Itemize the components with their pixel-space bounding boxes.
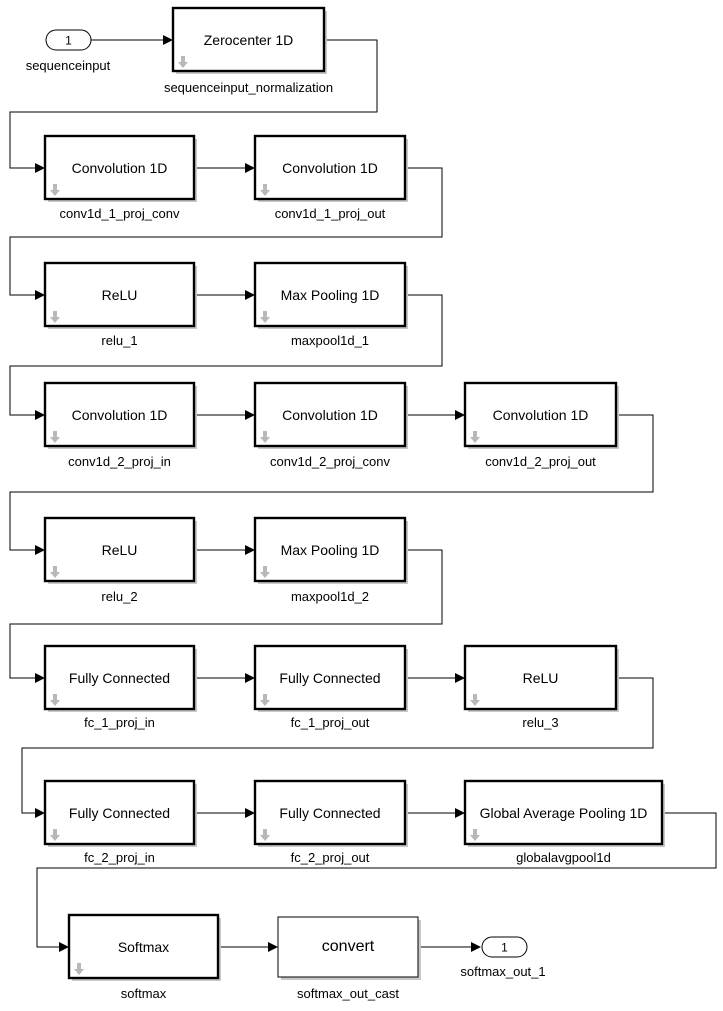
block-maxpool1d-1[interactable]: Max Pooling 1D <box>253 261 408 329</box>
block-frame <box>43 644 196 711</box>
block-softmax-out-cast[interactable]: convert <box>277 916 421 980</box>
block-type: ReLU <box>102 287 138 303</box>
block-label: conv1d_1_proj_conv <box>60 206 180 221</box>
block-label: maxpool1d_2 <box>291 589 369 604</box>
block-label: fc_1_proj_out <box>291 715 370 730</box>
block-label: softmax_out_cast <box>297 986 399 1001</box>
block-frame <box>277 916 419 978</box>
block-fc-1-proj-in[interactable]: Fully Connected <box>43 644 197 712</box>
block-conv1d-2-proj-out[interactable]: Convolution 1D <box>463 381 619 449</box>
block-type: Convolution 1D <box>493 407 589 423</box>
block-globalavgpool1d[interactable]: Global Average Pooling 1D <box>463 779 665 847</box>
block-relu-1[interactable]: ReLU <box>43 261 197 329</box>
block-type: Max Pooling 1D <box>281 542 380 558</box>
block-type: convert <box>322 938 375 955</box>
block-type: Fully Connected <box>69 670 170 686</box>
block-label: relu_1 <box>101 333 137 348</box>
block-fc-2-proj-out[interactable]: Fully Connected <box>253 779 408 847</box>
block-type: Convolution 1D <box>72 407 168 423</box>
block-label: conv1d_2_proj_conv <box>270 454 390 469</box>
block-relu-2[interactable]: ReLU <box>43 516 197 584</box>
block-fc-2-proj-in[interactable]: Fully Connected <box>43 779 197 847</box>
block-type: Convolution 1D <box>72 160 168 176</box>
block-type: Fully Connected <box>279 805 380 821</box>
block-type: ReLU <box>523 670 559 686</box>
block-frame <box>463 779 664 846</box>
block-type: Zerocenter 1D <box>204 32 293 48</box>
block-fc-1-proj-out[interactable]: Fully Connected <box>253 644 408 712</box>
block-frame <box>43 516 196 583</box>
block-conv1d-1-proj-out[interactable]: Convolution 1D <box>253 134 408 202</box>
block-frame <box>253 779 407 846</box>
outport-softmax-out-1[interactable]: 1 <box>481 936 528 958</box>
block-frame <box>253 381 407 448</box>
block-frame <box>463 644 618 711</box>
blocks-layer: Zerocenter 1D sequenceinput_normalization… <box>43 6 665 1001</box>
block-label: softmax <box>121 986 167 1001</box>
block-maxpool1d-2[interactable]: Max Pooling 1D <box>253 516 408 584</box>
block-type: Convolution 1D <box>282 407 378 423</box>
block-frame <box>463 381 618 448</box>
connection-lines <box>9 35 717 952</box>
block-frame <box>253 134 407 201</box>
block-frame <box>171 6 326 73</box>
outport-label: softmax_out_1 <box>460 964 545 979</box>
block-conv1d-1-proj-conv[interactable]: Convolution 1D <box>43 134 197 202</box>
block-label: relu_3 <box>522 715 558 730</box>
block-frame <box>43 134 196 201</box>
block-type: Fully Connected <box>69 805 170 821</box>
block-label: globalavgpool1d <box>516 850 611 865</box>
block-frame <box>43 381 196 448</box>
block-conv1d-2-proj-in[interactable]: Convolution 1D <box>43 381 197 449</box>
block-label: relu_2 <box>101 589 137 604</box>
block-type: Convolution 1D <box>282 160 378 176</box>
inport-number: 1 <box>65 34 72 48</box>
block-label: sequenceinput_normalization <box>164 80 333 95</box>
block-frame <box>67 913 220 980</box>
block-conv1d-2-proj-conv[interactable]: Convolution 1D <box>253 381 408 449</box>
inport-label: sequenceinput <box>26 58 111 73</box>
block-label: conv1d_2_proj_in <box>68 454 171 469</box>
block-label: conv1d_1_proj_out <box>275 206 386 221</box>
block-type: Softmax <box>118 939 169 955</box>
block-frame <box>43 779 196 846</box>
block-type: ReLU <box>102 542 138 558</box>
block-type: Max Pooling 1D <box>281 287 380 303</box>
block-label: fc_2_proj_in <box>84 850 155 865</box>
block-sequenceinput-normalization[interactable]: Zerocenter 1D <box>171 6 327 74</box>
block-softmax[interactable]: Softmax <box>67 913 221 981</box>
outport-number: 1 <box>501 941 508 955</box>
block-label: maxpool1d_1 <box>291 333 369 348</box>
block-frame <box>253 644 407 711</box>
block-type: Global Average Pooling 1D <box>480 805 648 821</box>
block-frame <box>253 261 407 328</box>
block-label: conv1d_2_proj_out <box>485 454 596 469</box>
block-label: fc_2_proj_out <box>291 850 370 865</box>
block-frame <box>253 516 407 583</box>
block-relu-3[interactable]: ReLU <box>463 644 619 712</box>
block-type: Fully Connected <box>279 670 380 686</box>
block-label: fc_1_proj_in <box>84 715 155 730</box>
inport-sequenceinput[interactable]: 1 <box>45 29 92 51</box>
block-frame <box>43 261 196 328</box>
